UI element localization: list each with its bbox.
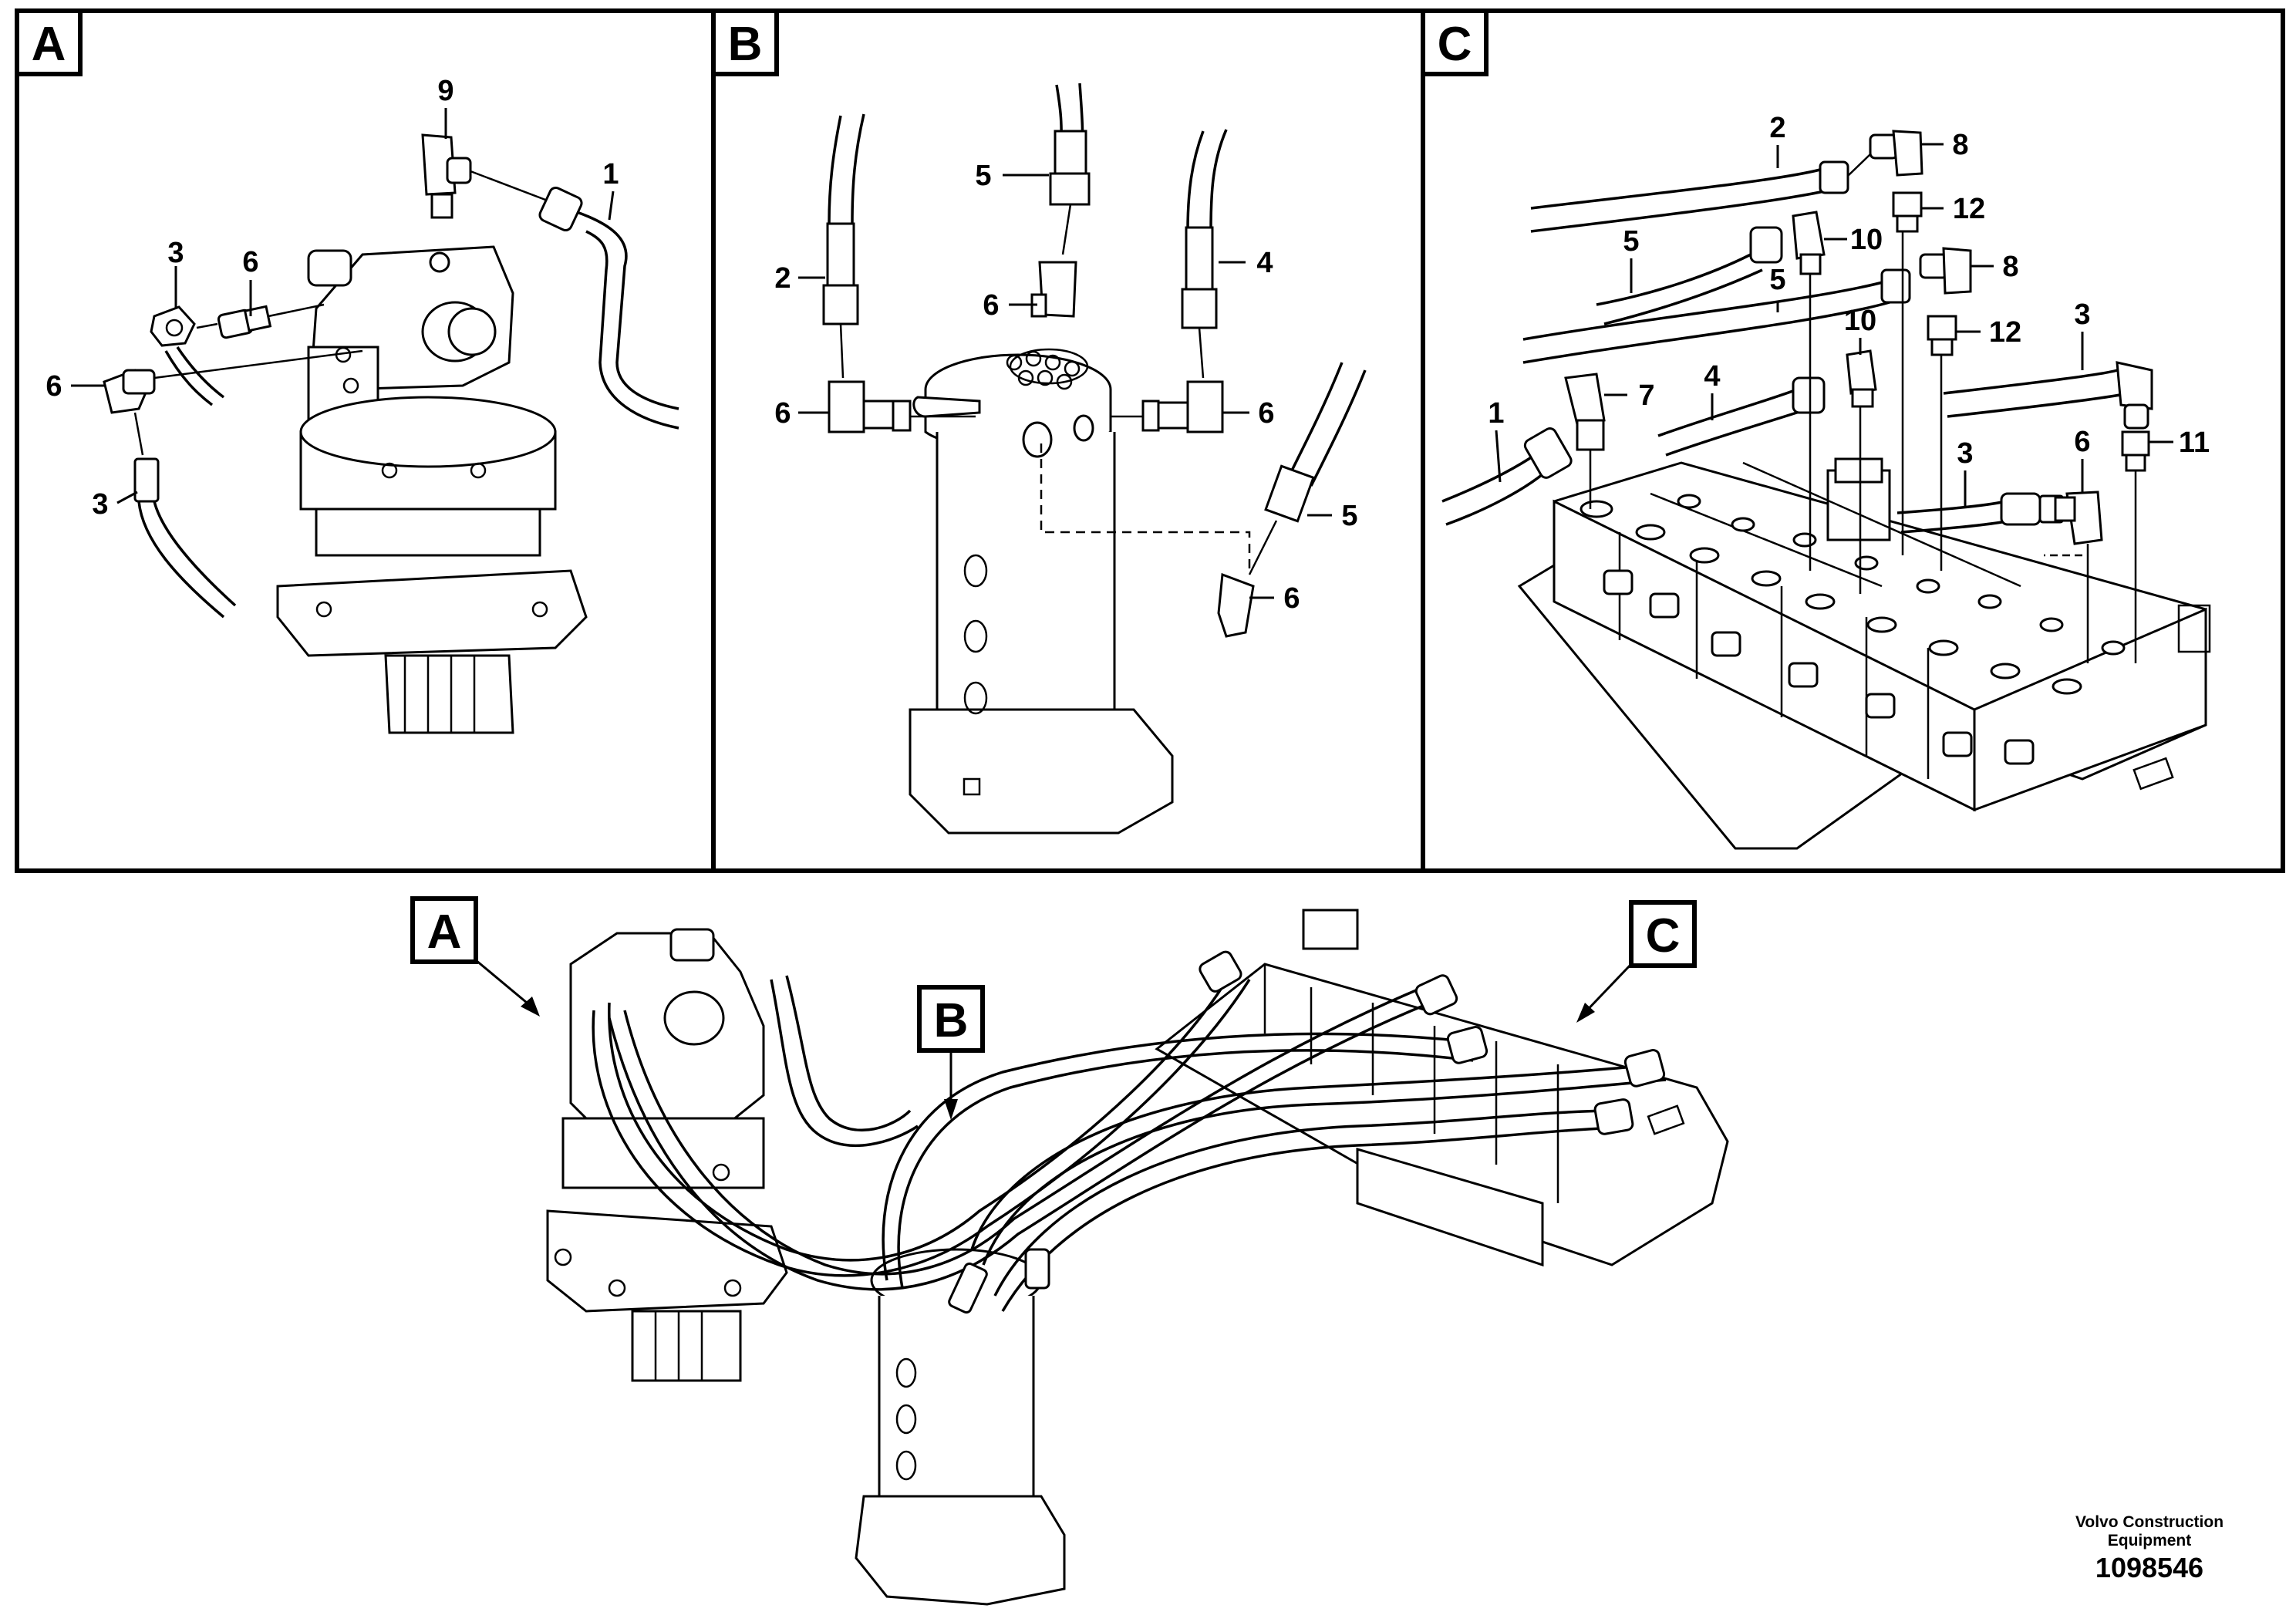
hose-2-c [1530, 160, 1849, 233]
callout-c-5-a: 5 [1623, 225, 1639, 258]
panel-c-letter-box [1421, 8, 1489, 76]
overview-assembly: A B C [410, 896, 1729, 1606]
callout-a-6-left: 6 [46, 370, 62, 403]
callout-c-1: 1 [1488, 397, 1504, 430]
callout-c-12-mid: 12 [1989, 316, 2021, 349]
hose-5-right [1264, 362, 1367, 523]
callout-a-3-bottom: 3 [92, 488, 108, 521]
hose-3-c-mid [1896, 492, 2065, 534]
callout-c-8-mid: 8 [2002, 251, 2018, 283]
hose-3-c-right [1943, 361, 2153, 430]
fitting-6-left [103, 369, 156, 414]
adapter-12-top [1892, 191, 1923, 233]
elbow-7 [1564, 373, 1606, 451]
hose-4 [1181, 129, 1228, 329]
overview-swing-motor [546, 932, 788, 1382]
callout-c-3-a: 3 [2074, 298, 2090, 331]
elbow-10-top [1792, 211, 1826, 275]
fitting-6-left-tee [828, 380, 912, 433]
callout-a-1: 1 [602, 158, 619, 191]
elbow-9-fitting [421, 133, 472, 219]
panel-a-letter-box [15, 8, 83, 76]
overview-a-letter: A [427, 905, 462, 959]
footer-doc-number: 1098546 [2095, 1552, 2204, 1583]
callout-c-4: 4 [1704, 360, 1720, 393]
swing-motor-drawing [276, 245, 588, 734]
callout-b-6-right: 6 [1258, 397, 1274, 430]
panel-a-letter: A [32, 18, 66, 71]
hose-1-c [1441, 427, 1573, 526]
callout-a-6-top: 6 [242, 246, 258, 278]
hose-5-c-upper [1596, 226, 1783, 325]
callout-c-10-a: 10 [1850, 224, 1883, 256]
panel-b: B [711, 8, 1425, 873]
panel-b-letter: B [728, 18, 763, 71]
adapter-11 [2121, 430, 2150, 472]
callout-c-8-top: 8 [1952, 129, 1968, 161]
callout-b-6-mid: 6 [983, 289, 999, 322]
fitting-6-top [217, 305, 272, 339]
callout-a-9: 9 [437, 75, 453, 107]
callout-c-11: 11 [2179, 427, 2210, 459]
callout-c-7: 7 [1638, 379, 1654, 412]
callout-c-6: 6 [2074, 426, 2090, 458]
callout-a-3-top: 3 [167, 237, 184, 269]
center-joint-drawing [909, 348, 1174, 835]
overview-c-letter-box [1629, 900, 1697, 968]
callout-b-5-top: 5 [975, 160, 991, 192]
panel-b-letter-box [711, 8, 779, 76]
elbow-10-mid [1846, 349, 1877, 408]
footer-company: Volvo Construction Equipment [2075, 1513, 2224, 1549]
overview-hoses [592, 928, 1667, 1314]
adapter-12-mid [1927, 315, 1957, 356]
callout-c-3-b: 3 [1957, 437, 1973, 470]
overview-center-joint [855, 1248, 1066, 1606]
overview-c-letter: C [1646, 909, 1681, 963]
panel-c: C [1421, 8, 2285, 873]
fitting-6-bottom [1217, 572, 1255, 638]
fitting-6-mid [1030, 261, 1077, 318]
callout-c-10-b: 10 [1844, 305, 1876, 337]
hose-2 [822, 113, 865, 325]
hose-1 [538, 186, 679, 430]
elbow-8-mid [1919, 247, 1972, 295]
panel-c-letter: C [1438, 18, 1472, 71]
control-valve-drawing [1517, 457, 2211, 850]
hose-5-top [1049, 83, 1091, 206]
fitting-3-top [150, 305, 196, 347]
callout-b-6-bottom: 6 [1283, 582, 1300, 615]
fitting-6-right-tee [1141, 380, 1224, 433]
callout-c-12-top: 12 [1953, 193, 1985, 225]
callout-c-5-b: 5 [1769, 264, 1785, 296]
callout-b-2: 2 [774, 262, 791, 295]
callout-b-6-left: 6 [774, 397, 791, 430]
overview-control-valve [1155, 909, 1729, 1267]
overview-a-letter-box [410, 896, 478, 964]
callout-b-4: 4 [1256, 247, 1273, 279]
hose-4-c [1657, 376, 1826, 457]
panel-a: A [15, 8, 716, 873]
callout-b-5-right: 5 [1341, 500, 1357, 532]
hose-3-bottom [133, 457, 237, 619]
elbow-6-c [2054, 491, 2103, 545]
elbow-8-top [1869, 130, 1923, 177]
panel-c-frame [1421, 8, 2285, 873]
overview-b-letter: B [934, 994, 969, 1047]
callout-c-2: 2 [1769, 112, 1785, 144]
